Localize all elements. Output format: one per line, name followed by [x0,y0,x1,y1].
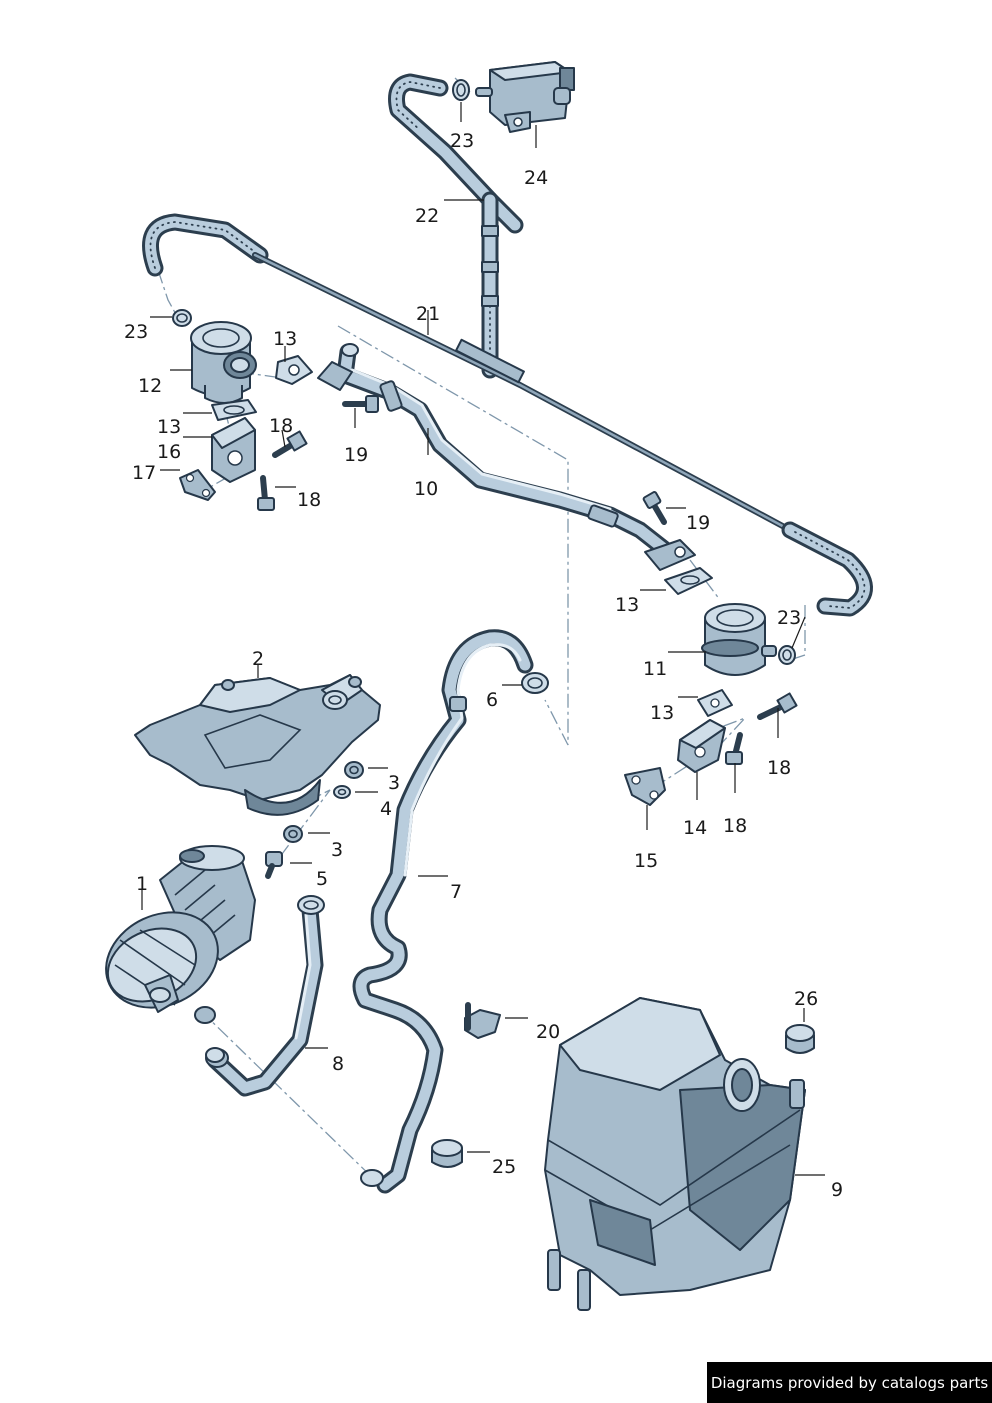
callout-16: 16 [157,441,181,463]
callout-3b: 3 [331,839,343,861]
callout-12: 12 [138,375,162,397]
clip-part-20 [464,1002,501,1039]
secondary-air-pump-part-1 [105,845,256,1024]
callout-17: 17 [132,462,156,484]
vacuum-line-part-21 [142,213,873,617]
callout-26: 26 [794,988,818,1010]
combi-valve-part-11 [701,603,777,676]
bracket-part-14 [677,719,726,773]
nut-part-3-upper [344,761,364,779]
gasket-part-13-right-upper [664,567,713,595]
callout-25: 25 [492,1156,516,1178]
callout-13b: 13 [157,416,181,438]
callout-18a: 18 [269,415,293,437]
hose-clip-part-8-end [205,1047,225,1063]
pressure-hose-part-7 [352,629,534,1194]
hose-clip-part-6 [521,672,549,694]
grommet-part-25 [431,1139,463,1168]
hose-clip-part-7-end [360,1169,384,1187]
callout-13d: 13 [650,702,674,724]
washer-part-4 [333,785,351,799]
callout-21: 21 [416,303,440,325]
callout-23c: 23 [777,607,801,629]
gasket-part-15 [624,767,666,806]
bolt-part-18-right-lower [725,732,743,765]
gasket-part-13-left-lower [211,399,257,421]
combi-valve-part-12 [190,321,257,404]
callout-2: 2 [252,648,264,670]
callout-23b: 23 [124,321,148,343]
callout-14: 14 [683,817,707,839]
callout-labels: 1233456789101112131313131415161718181818… [124,130,843,1201]
callout-11: 11 [643,658,667,680]
callout-1: 1 [136,873,148,895]
callout-18d: 18 [723,815,747,837]
callout-6: 6 [486,689,498,711]
bolt-part-18-right-upper [757,692,798,720]
callout-19a: 19 [344,444,368,466]
attribution-banner: Diagrams provided by catalogs parts [707,1362,992,1403]
air-filter-housing-part-9 [544,997,806,1311]
grommet-part-26 [785,1024,815,1054]
callout-23a: 23 [450,130,474,152]
callout-4: 4 [380,798,392,820]
bolt-part-19-right [642,491,667,525]
bolt-part-18-left-upper [272,430,308,458]
hose-clip-part-23-left [172,309,192,327]
callout-13c: 13 [615,594,639,616]
callout-3a: 3 [388,772,400,794]
callout-15: 15 [634,850,658,872]
bolt-part-19-left [342,395,379,413]
gasket-part-17 [179,469,216,501]
gasket-part-13-right-lower [697,689,733,717]
callout-9: 9 [831,1179,843,1201]
callout-13a: 13 [273,328,297,350]
callout-8: 8 [332,1053,344,1075]
callout-7: 7 [450,881,462,903]
leader-lines [141,102,825,1176]
vacuum-valve-part-24 [475,61,575,133]
gasket-part-13-left-upper [275,355,313,385]
callout-18b: 18 [297,489,321,511]
callout-18c: 18 [767,757,791,779]
callout-20: 20 [536,1021,560,1043]
hose-clip-part-23-right [778,645,796,665]
bolt-part-18-left-lower [257,475,275,511]
bracket-part-2 [134,674,381,816]
vacuum-hose-part-22 [388,73,524,379]
stud-part-5 [265,851,283,879]
callout-22: 22 [415,205,439,227]
bracket-part-16 [211,417,256,483]
combustion-air-pipe-part-10 [317,343,696,571]
callout-24: 24 [524,167,548,189]
callout-19b: 19 [686,512,710,534]
callout-5: 5 [316,868,328,890]
callout-10: 10 [414,478,438,500]
nut-part-3-lower [283,825,303,843]
hose-clip-part-23-top [452,79,470,101]
